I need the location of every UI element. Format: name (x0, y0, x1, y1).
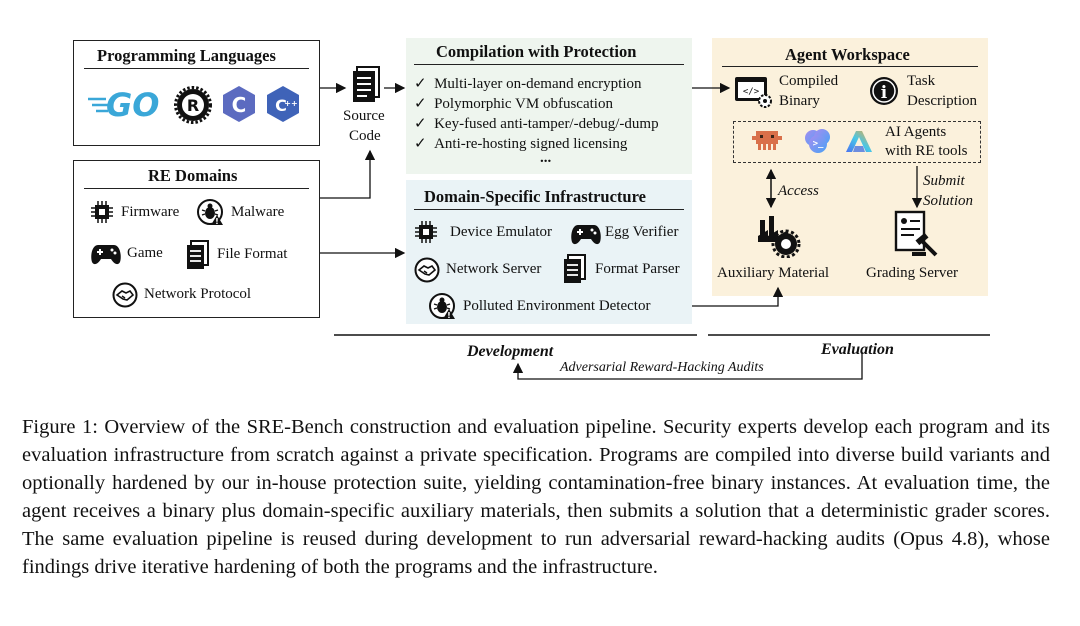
rust-logo-icon: R (174, 86, 212, 129)
agent-claude-icon (750, 128, 784, 157)
info-icon: i (869, 76, 899, 111)
ai-agents-label-line2: with RE tools (885, 143, 968, 159)
infra-egg-verifier: Egg Verifier (605, 224, 679, 240)
network-handshake-icon (112, 282, 138, 313)
compiled-binary-label-line1: Compiled (779, 73, 839, 89)
programming-languages-title: Programming Languages (97, 46, 276, 65)
submit-label-line1: Submit (923, 173, 965, 189)
infrastructure-panel (406, 180, 692, 324)
cpp-logo-icon: C ++ (264, 84, 302, 129)
infra-device-emulator: Device Emulator (450, 224, 553, 240)
divider (722, 66, 978, 67)
re-domain-firmware: Firmware (121, 204, 180, 220)
compilation-more: ... (540, 150, 552, 166)
chip-icon (90, 200, 114, 229)
re-domains-panel (73, 160, 320, 318)
svg-text:GO: GO (106, 86, 159, 122)
grading-server-label: Grading Server (866, 265, 959, 281)
divider (84, 188, 309, 189)
re-domain-file-format: File Format (217, 246, 288, 262)
compilation-item: ✓ Key-fused anti-tamper/-debug/-dump (414, 116, 659, 132)
compiled-binary-label-line2: Binary (779, 93, 820, 109)
divider (414, 64, 684, 65)
go-logo-icon: GO (86, 86, 168, 127)
svg-text:>_: >_ (813, 139, 824, 149)
compilation-item: ✓ Anti-re-hosting signed licensing (414, 136, 628, 152)
compilation-title: Compilation with Protection (436, 42, 637, 61)
svg-text:C: C (232, 93, 247, 117)
infra-polluted-environment-detector: Polluted Environment Detector (463, 298, 651, 314)
auxiliary-material-label: Auxiliary Material (717, 265, 830, 281)
c-logo-icon: C (220, 84, 258, 129)
compiled-binary-icon: </> (734, 76, 772, 113)
access-label: Access (778, 183, 819, 199)
re-domain-network-protocol: Network Protocol (144, 286, 252, 302)
malware-bug-icon: ! (196, 198, 224, 231)
source-code-label-line1: Source (343, 108, 385, 124)
svg-text:i: i (881, 83, 888, 103)
gamepad-icon (90, 242, 122, 271)
task-description-label-line2: Description (907, 93, 977, 109)
programming-languages-panel (73, 40, 320, 146)
source-code-label-line2: Code (349, 128, 381, 144)
task-description-label-line1: Task (907, 73, 936, 89)
infrastructure-title: Domain-Specific Infrastructure (424, 187, 646, 206)
infra-network-server: Network Server (446, 261, 542, 277)
divider (414, 209, 684, 210)
divider (84, 68, 309, 69)
infra-format-parser: Format Parser (595, 261, 680, 277)
agent-cli-icon: >_ (804, 128, 832, 159)
ai-agents-group (733, 121, 981, 163)
network-handshake-icon (414, 257, 440, 288)
source-code-icon (351, 66, 381, 109)
file-icon (186, 240, 210, 275)
audits-label: Adversarial Reward-Hacking Audits (560, 360, 764, 375)
agent-ai-icon (843, 128, 875, 159)
svg-text:C: C (275, 96, 287, 115)
re-domain-malware: Malware (231, 204, 285, 220)
svg-text:++: ++ (284, 99, 297, 108)
svg-text:!: ! (215, 217, 219, 226)
compilation-panel (406, 38, 692, 174)
svg-text:!: ! (447, 311, 451, 320)
gamepad-icon (570, 222, 602, 251)
agent-workspace-title: Agent Workspace (785, 45, 910, 64)
grading-document-icon (894, 210, 940, 263)
compilation-item: ✓ Polymorphic VM obfuscation (414, 96, 613, 112)
malware-bug-icon: ! (428, 292, 456, 325)
compilation-item: ✓ Multi-layer on-demand encryption (414, 76, 642, 92)
submit-label-line2: Solution (923, 193, 974, 209)
evaluation-label: Evaluation (821, 341, 894, 358)
svg-text:</>: </> (743, 87, 760, 97)
file-icon (563, 254, 587, 289)
figure-caption: Figure 1: Overview of the SRE-Bench cons… (22, 416, 1050, 578)
development-label: Development (467, 343, 554, 360)
re-domains-title: RE Domains (148, 166, 238, 185)
chip-icon (414, 220, 438, 249)
re-domain-game: Game (127, 245, 163, 261)
svg-text:R: R (187, 96, 199, 115)
factory-gear-icon (756, 212, 802, 263)
ai-agents-label-line1: AI Agents (885, 124, 947, 140)
